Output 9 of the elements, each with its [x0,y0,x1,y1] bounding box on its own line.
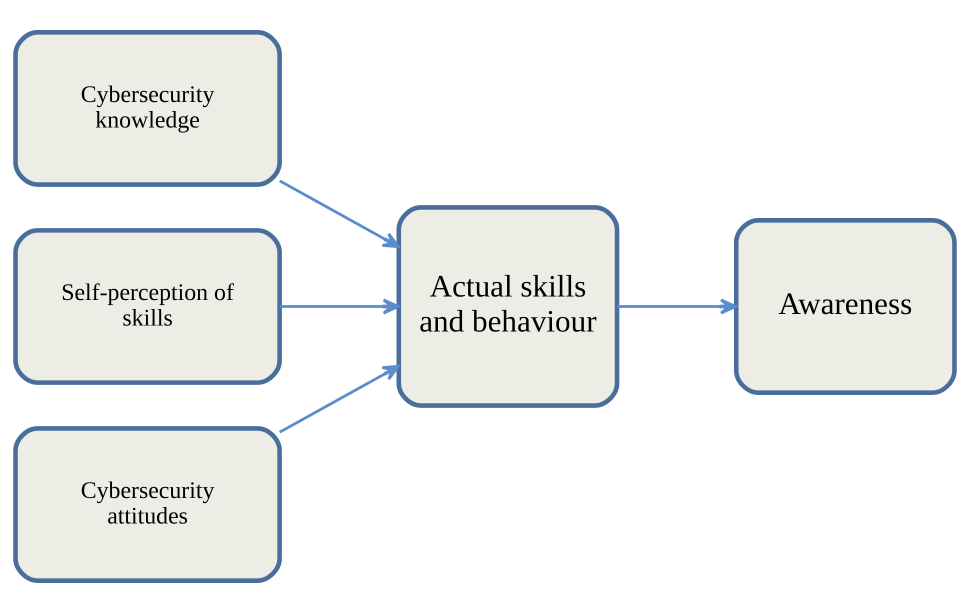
node-box: Actual skills and behaviour [396,205,620,408]
arrow [617,298,738,314]
node-box: Awareness [734,218,957,395]
node-box: Cybersecurity knowledge [13,30,282,187]
arrow [279,180,400,248]
arrow [280,298,400,314]
node-box: Cybersecurity attitudes [13,426,282,583]
node-box: Self-perception of skills [13,228,282,385]
arrow [279,364,400,434]
